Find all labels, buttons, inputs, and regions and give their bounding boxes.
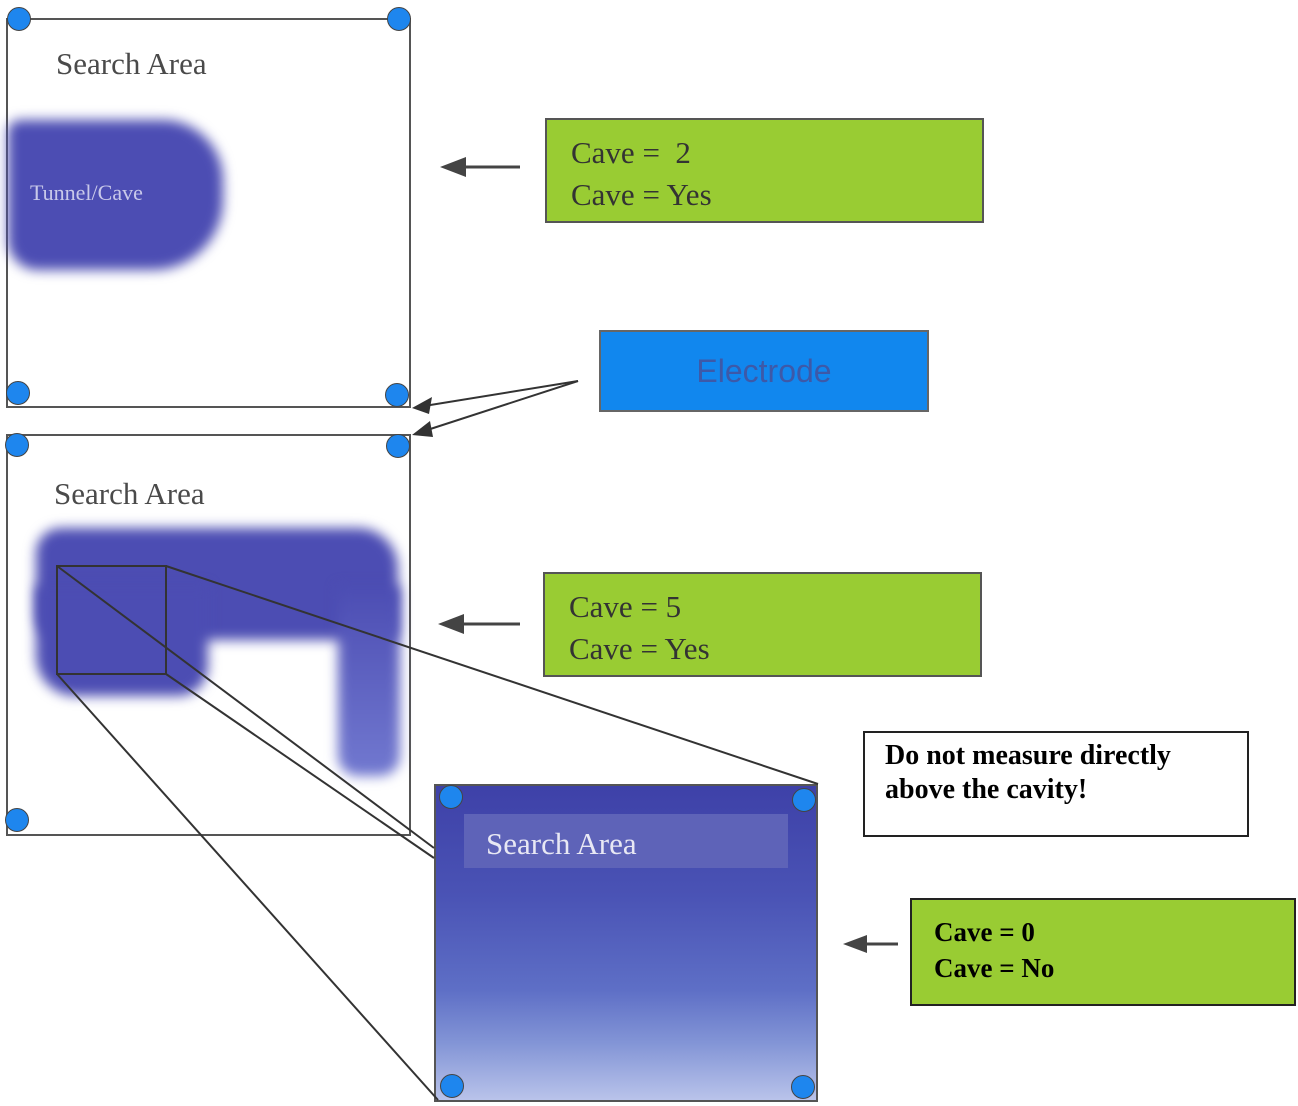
electrode-pointer-line <box>417 380 579 434</box>
arrow-left-icon <box>438 614 520 634</box>
arrow-head-icon <box>412 397 432 414</box>
electrode-dot-icon <box>385 383 409 407</box>
search-area-title: Search Area <box>56 46 207 81</box>
arrow-head-icon <box>412 421 433 437</box>
search-area-title: Search Area <box>486 826 637 861</box>
electrode-dot-icon <box>6 381 30 405</box>
electrode-label: Electrode <box>696 352 832 389</box>
electrode-dot-icon <box>387 7 411 31</box>
electrode-dot-icon <box>5 808 29 832</box>
projection-line <box>56 565 435 849</box>
cave-count-value: Cave = 0 <box>934 917 1035 947</box>
tunnel-cave-shape <box>8 120 223 270</box>
search-area-panel-top: Search Area Tunnel/Cave <box>6 18 411 408</box>
cave-count-value: Cave = 2 <box>571 135 691 170</box>
cave-shape-left-leg <box>36 586 208 696</box>
search-area-zoom-panel: Search Area <box>434 784 818 1102</box>
cave-status-value: Cave = Yes <box>569 631 710 666</box>
warning-note-box: Do not measure directly above the cavity… <box>863 731 1249 837</box>
zoom-selection-box <box>56 565 167 675</box>
cave-count-value: Cave = 5 <box>569 589 682 624</box>
search-area-panel-middle: Search Area <box>6 434 411 836</box>
electrode-dot-icon <box>386 434 410 458</box>
projection-line <box>56 673 439 1101</box>
electrode-dot-icon <box>440 1074 464 1098</box>
arrow-left-icon <box>843 935 898 953</box>
electrode-dot-icon <box>791 1075 815 1099</box>
cave-status-value: Cave = Yes <box>571 177 712 212</box>
arrow-left-icon <box>440 157 520 177</box>
electrode-label-box: Electrode <box>599 330 929 412</box>
electrode-pointer-line <box>417 380 579 408</box>
cave-readout-middle: Cave = 5 Cave = Yes <box>543 572 982 677</box>
zoom-title-band <box>464 814 788 868</box>
projection-line <box>165 565 819 785</box>
warning-note-line: above the cavity! <box>885 774 1088 805</box>
warning-note-line: Do not measure directly <box>885 740 1171 771</box>
projection-line <box>165 673 435 859</box>
cave-status-value: Cave = No <box>934 953 1055 983</box>
electrode-dot-icon <box>792 788 816 812</box>
electrode-dot-icon <box>439 785 463 809</box>
search-area-title: Search Area <box>54 476 205 511</box>
electrode-dot-icon <box>7 7 31 31</box>
cave-readout-bottom: Cave = 0 Cave = No <box>910 898 1296 1006</box>
cave-readout-top: Cave = 2 Cave = Yes <box>545 118 984 223</box>
tunnel-cave-label: Tunnel/Cave <box>30 180 143 205</box>
cave-shape-right-leg <box>338 586 400 776</box>
electrode-dot-icon <box>5 433 29 457</box>
